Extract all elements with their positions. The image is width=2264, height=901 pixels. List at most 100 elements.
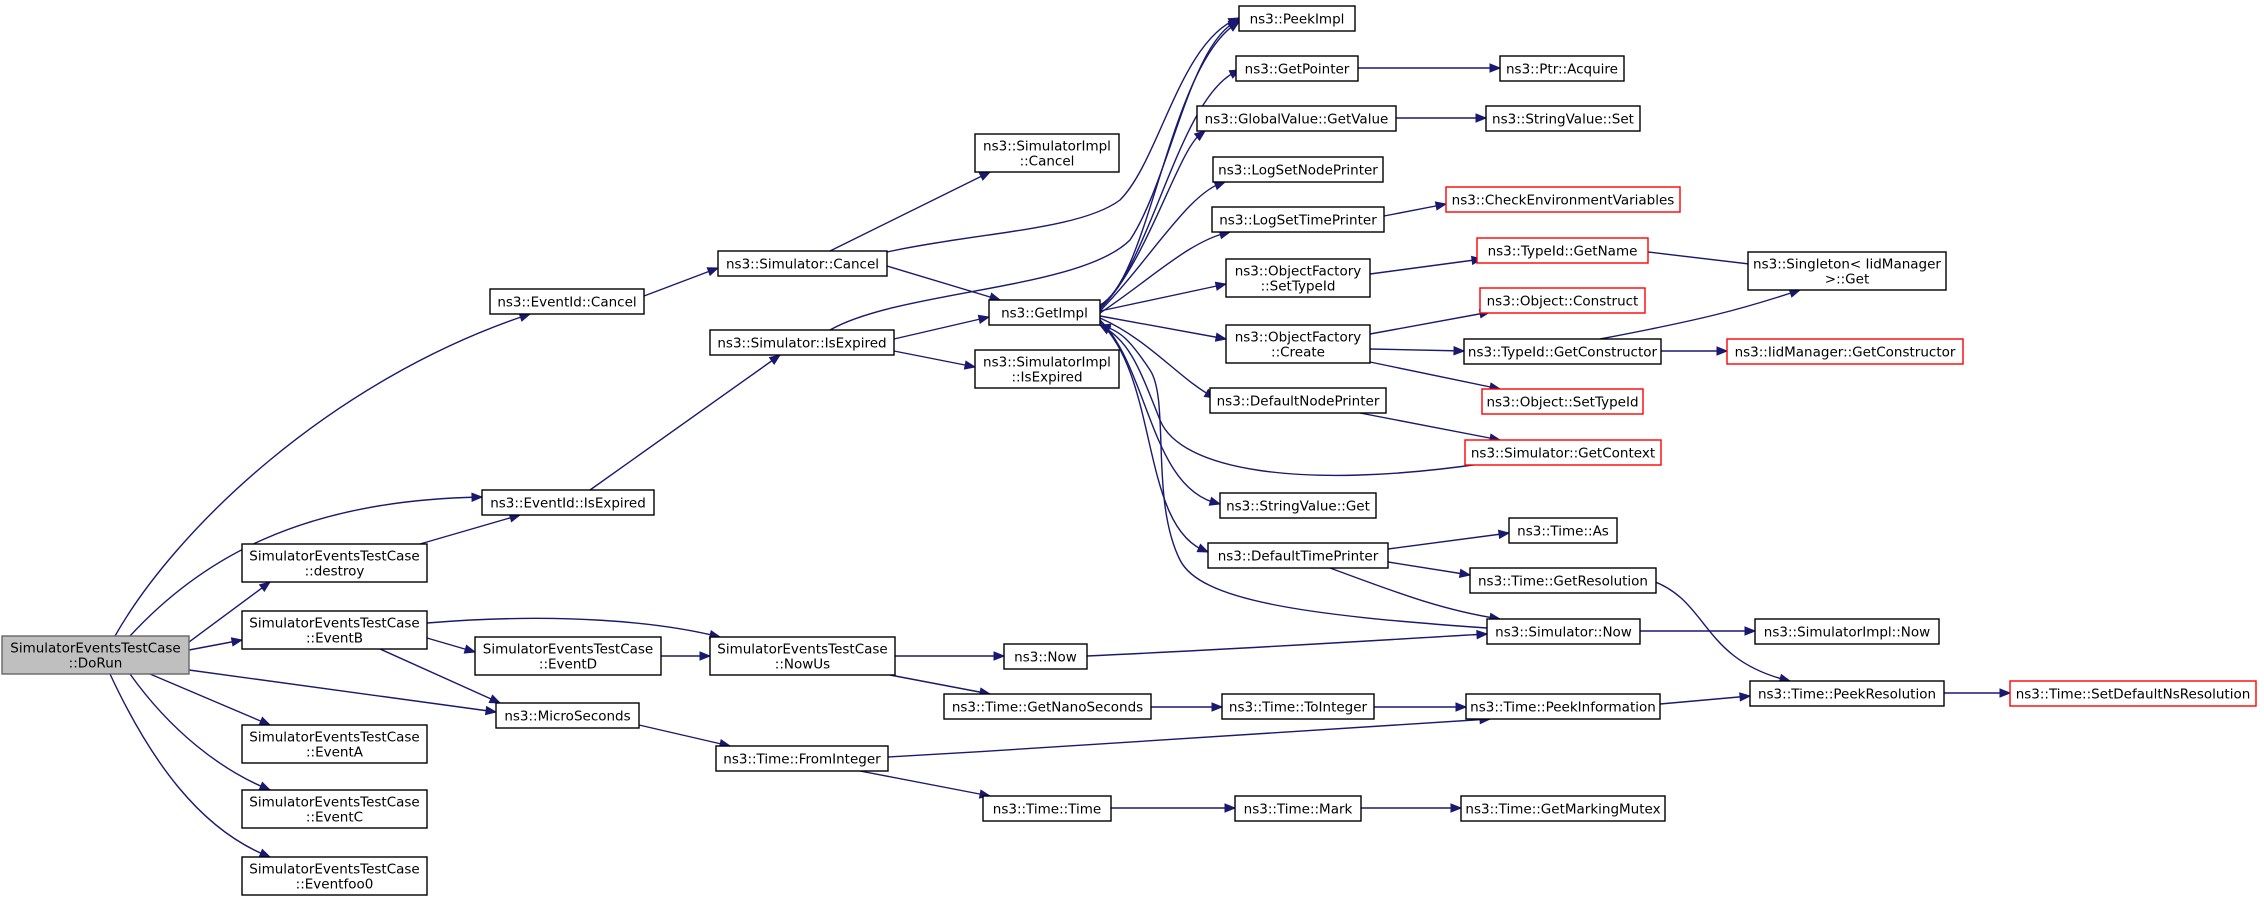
function-node[interactable]: ns3::DefaultNodePrinter bbox=[1209, 387, 1387, 414]
node-label: SimulatorEventsTestCase bbox=[249, 549, 419, 565]
function-node[interactable]: ns3::StringValue::Set bbox=[1485, 105, 1641, 132]
function-node[interactable]: ns3::DefaultTimePrinter bbox=[1207, 542, 1389, 569]
function-node[interactable]: SimulatorEventsTestCase::EventB bbox=[241, 610, 428, 650]
function-node[interactable]: ns3::Time::As bbox=[1508, 517, 1618, 544]
node-box bbox=[1209, 387, 1387, 414]
function-node[interactable]: ns3::SimulatorImpl::IsExpired bbox=[974, 349, 1120, 389]
node-box bbox=[1445, 186, 1681, 213]
function-node[interactable]: SimulatorEventsTestCase::NowUs bbox=[709, 636, 896, 676]
function-node[interactable]: ns3::StringValue::Get bbox=[1219, 492, 1377, 519]
edge-arrowhead bbox=[230, 637, 244, 647]
function-node[interactable]: ns3::Object::Construct bbox=[1479, 287, 1646, 314]
node-label: ::EventD bbox=[539, 657, 597, 673]
function-node[interactable]: ns3::Simulator::GetContext bbox=[1464, 439, 1662, 466]
edge-line bbox=[859, 770, 991, 797]
function-node[interactable]: ns3::Time::FromInteger bbox=[715, 745, 889, 772]
edge-line bbox=[1099, 181, 1226, 312]
function-node[interactable]: ns3::Time::PeekResolution bbox=[1749, 680, 1945, 707]
node-label: ns3::Time::PeekInformation bbox=[1470, 700, 1656, 716]
function-node[interactable]: ns3::Time::GetMarkingMutex bbox=[1460, 795, 1666, 822]
call-edge-n25-to-n35 bbox=[1369, 255, 1484, 275]
call-edge-n24-to-n34 bbox=[1383, 201, 1448, 217]
node-box bbox=[1499, 55, 1625, 82]
node-label: ::SetTypeId bbox=[1261, 279, 1336, 295]
function-node[interactable]: ns3::Simulator::Now bbox=[1486, 618, 1641, 645]
function-node[interactable]: ns3::MicroSeconds bbox=[495, 702, 640, 729]
node-label: ns3::DefaultTimePrinter bbox=[1218, 549, 1379, 565]
call-edge-n42-to-n17 bbox=[1098, 323, 1488, 629]
function-node[interactable]: ns3::IidManager::GetConstructor bbox=[1726, 338, 1964, 365]
call-nodes: SimulatorEventsTestCase::DoRun ns3::Event… bbox=[1, 5, 2257, 896]
root-function-node[interactable]: SimulatorEventsTestCase::DoRun bbox=[1, 635, 190, 675]
node-box bbox=[1219, 492, 1377, 519]
edge-arrowhead bbox=[1453, 346, 1466, 356]
function-node[interactable]: ns3::ObjectFactory::Create bbox=[1225, 324, 1371, 364]
node-label: SimulatorEventsTestCase bbox=[717, 642, 887, 658]
function-node[interactable]: ns3::GetPointer bbox=[1235, 55, 1359, 82]
function-node[interactable]: SimulatorEventsTestCase::destroy bbox=[241, 543, 428, 583]
edge-line bbox=[1369, 311, 1491, 335]
function-node[interactable]: ns3::Time::GetNanoSeconds bbox=[943, 693, 1152, 720]
edge-arrowhead bbox=[1193, 130, 1207, 142]
function-node[interactable]: ns3::Time::Time bbox=[982, 795, 1112, 822]
function-node[interactable]: ns3::LogSetTimePrinter bbox=[1211, 206, 1385, 233]
function-node[interactable]: SimulatorEventsTestCase::Eventfoo0 bbox=[241, 856, 428, 896]
node-box bbox=[1749, 680, 1945, 707]
function-node[interactable]: ns3::SimulatorImpl::Cancel bbox=[974, 133, 1120, 173]
function-node[interactable]: ns3::Simulator::Cancel bbox=[717, 250, 888, 277]
edge-arrowhead bbox=[258, 781, 272, 791]
call-edge-n26-to-n36 bbox=[1369, 309, 1492, 335]
node-box bbox=[1225, 324, 1371, 364]
function-node[interactable]: ns3::Time::ToInteger bbox=[1221, 693, 1375, 720]
edge-arrowhead bbox=[1214, 332, 1228, 342]
edge-line bbox=[114, 313, 531, 637]
function-node[interactable]: ns3::EventId::IsExpired bbox=[481, 489, 655, 516]
function-node[interactable]: ns3::ObjectFactory::SetTypeId bbox=[1225, 258, 1371, 298]
call-edge-n17-to-n22 bbox=[1099, 130, 1207, 310]
node-box bbox=[1464, 439, 1662, 466]
edge-line bbox=[109, 673, 271, 858]
edge-arrowhead bbox=[1208, 496, 1222, 506]
call-edge-n9-to-n10 bbox=[661, 651, 712, 661]
node-box bbox=[1726, 338, 1964, 365]
node-box bbox=[1508, 517, 1618, 544]
function-node[interactable]: ns3::GlobalValue::GetValue bbox=[1196, 105, 1397, 132]
edge-arrowhead bbox=[768, 354, 782, 365]
edge-arrowhead bbox=[699, 651, 712, 661]
function-node[interactable]: ns3::Time::PeekInformation bbox=[1465, 693, 1661, 720]
function-node[interactable]: ns3::LogSetNodePrinter bbox=[1212, 156, 1384, 183]
function-node[interactable]: ns3::Object::SetTypeId bbox=[1481, 388, 1644, 415]
function-node[interactable]: ns3::CheckEnvironmentVariables bbox=[1445, 186, 1681, 213]
node-box bbox=[1469, 567, 1657, 594]
edge-line bbox=[643, 267, 719, 297]
call-edge-n48-to-n49 bbox=[1944, 688, 2012, 698]
function-node[interactable]: ns3::PeekImpl bbox=[1238, 5, 1356, 32]
function-node[interactable]: ns3::Time::SetDefaultNsResolution bbox=[2009, 680, 2257, 707]
edge-arrowhead bbox=[1744, 626, 1757, 636]
function-node[interactable]: SimulatorEventsTestCase::EventD bbox=[474, 636, 662, 676]
function-node[interactable]: ns3::SimulatorImpl::Now bbox=[1754, 618, 1940, 645]
function-node[interactable]: ns3::TypeId::GetConstructor bbox=[1463, 338, 1662, 365]
function-node[interactable]: ns3::EventId::Cancel bbox=[489, 288, 645, 315]
function-node[interactable]: ns3::Simulator::IsExpired bbox=[709, 329, 895, 356]
function-node[interactable]: SimulatorEventsTestCase::EventA bbox=[241, 724, 428, 764]
call-edge-n17-to-n24 bbox=[1099, 230, 1232, 314]
function-node[interactable]: ns3::Now bbox=[1003, 643, 1088, 670]
edge-arrowhead bbox=[978, 171, 992, 181]
edge-arrowhead bbox=[488, 694, 502, 704]
edge-line bbox=[1099, 319, 1221, 505]
function-node[interactable]: ns3::Time::Mark bbox=[1234, 795, 1362, 822]
edge-line bbox=[1369, 258, 1483, 275]
function-node[interactable]: ns3::Ptr::Acquire bbox=[1499, 55, 1625, 82]
node-label: ns3::TypeId::GetName bbox=[1488, 244, 1638, 260]
edge-line bbox=[1649, 579, 1791, 682]
node-label: ns3::Ptr::Acquire bbox=[1506, 62, 1618, 78]
function-node[interactable]: ns3::TypeId::GetName bbox=[1476, 237, 1649, 264]
edge-arrowhead bbox=[258, 581, 272, 593]
function-node[interactable]: SimulatorEventsTestCase::EventC bbox=[241, 789, 428, 829]
function-node[interactable]: ns3::Time::GetResolution bbox=[1469, 567, 1657, 594]
function-node[interactable]: ns3::Singleton< IidManager >::Get bbox=[1747, 251, 1947, 291]
function-node[interactable]: ns3::GetImpl bbox=[988, 299, 1101, 326]
edge-line bbox=[638, 724, 731, 747]
edge-line bbox=[1099, 324, 1488, 629]
